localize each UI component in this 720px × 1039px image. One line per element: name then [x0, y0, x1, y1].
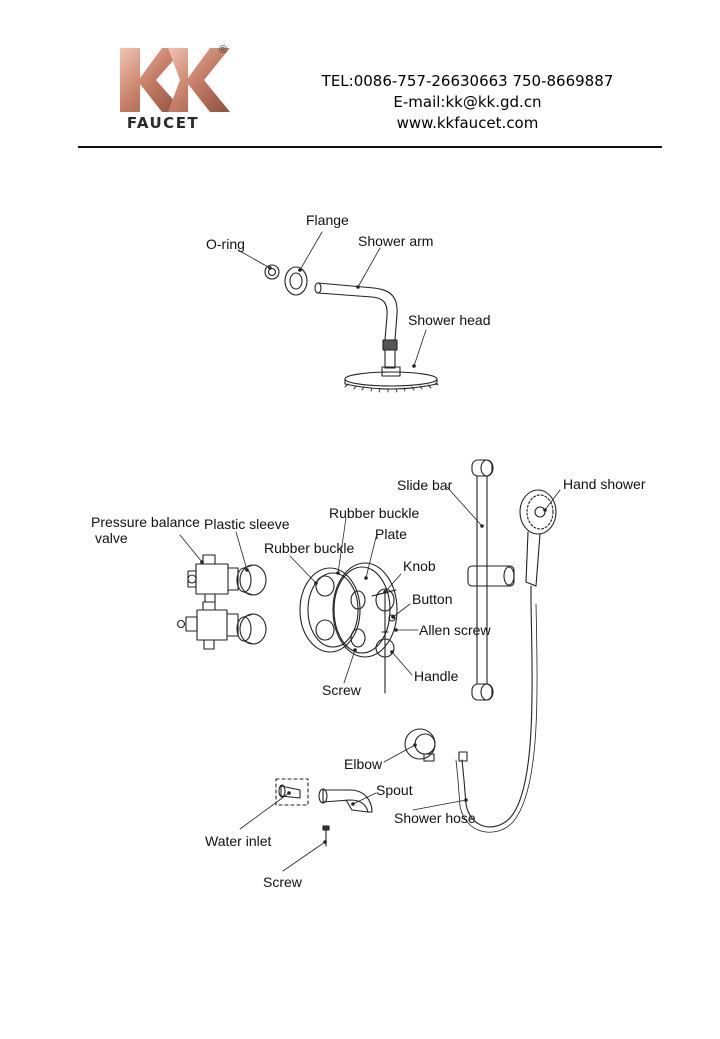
elbow-part — [404, 728, 436, 762]
label-knob: Knob — [403, 558, 436, 574]
header-divider — [78, 146, 662, 148]
label-spout: Spout — [376, 782, 413, 798]
label-rubber-buckle-top: Rubber buckle — [329, 505, 420, 521]
label-slide-bar: Slide bar — [397, 477, 453, 493]
bottom-leader-dots — [200, 508, 547, 844]
spout-part — [318, 788, 373, 813]
contact-tel: TEL:0086-757-26630663 750-8669887 — [321, 72, 614, 90]
rubber-buckle-part — [299, 567, 361, 653]
slide-bar-part — [467, 459, 515, 701]
shower-hose-part — [455, 603, 538, 833]
flange-part — [284, 266, 308, 296]
handle-part — [375, 589, 395, 694]
kk-logo-icon — [120, 48, 230, 112]
label-screw-plate: Screw — [322, 682, 361, 698]
label-elbow: Elbow — [344, 756, 383, 772]
contact-email: E-mail:kk@kk.gd.cn — [393, 93, 542, 111]
o-ring-part — [264, 264, 280, 280]
button-part — [388, 614, 396, 622]
water-inlet-part — [275, 778, 309, 806]
label-button: Button — [412, 591, 453, 607]
label-shower-arm: Shower arm — [358, 233, 434, 249]
label-plastic-sleeve: Plastic sleeve — [204, 516, 290, 532]
plate-part — [332, 562, 398, 658]
shower-head-part — [344, 366, 439, 393]
label-hand-shower: Hand shower — [563, 476, 646, 492]
label-plate: Plate — [375, 526, 407, 542]
label-pressure-balance-valve-line2: valve — [95, 530, 128, 546]
top-leader-lines — [237, 231, 427, 367]
hand-shower-part — [519, 489, 557, 605]
top-leader-dots — [268, 266, 416, 368]
contact-block: TEL:0086-757-26630663 750-8669887 E-mail… — [300, 71, 635, 134]
label-pressure-balance-valve-line1: Pressure balance — [91, 514, 200, 530]
plastic-sleeve-part — [236, 564, 267, 645]
label-screw-spout: Screw — [263, 874, 302, 890]
label-shower-hose: Shower hose — [394, 810, 476, 826]
label-water-inlet: Water inlet — [205, 833, 272, 849]
brand-name: FAUCET — [126, 114, 200, 132]
label-o-ring: O-ring — [206, 236, 245, 252]
pressure-balance-valve-part — [176, 554, 239, 650]
label-rubber-buckle-left: Rubber buckle — [264, 540, 355, 556]
shower-arm-part — [314, 282, 398, 369]
label-handle: Handle — [414, 668, 459, 684]
contact-website: www.kkfaucet.com — [396, 114, 539, 132]
registered-mark: ® — [219, 44, 228, 56]
label-allen-screw: Allen screw — [419, 622, 491, 638]
bottom-leader-lines — [179, 486, 561, 872]
label-flange: Flange — [306, 212, 349, 228]
label-shower-head: Shower head — [408, 312, 491, 328]
